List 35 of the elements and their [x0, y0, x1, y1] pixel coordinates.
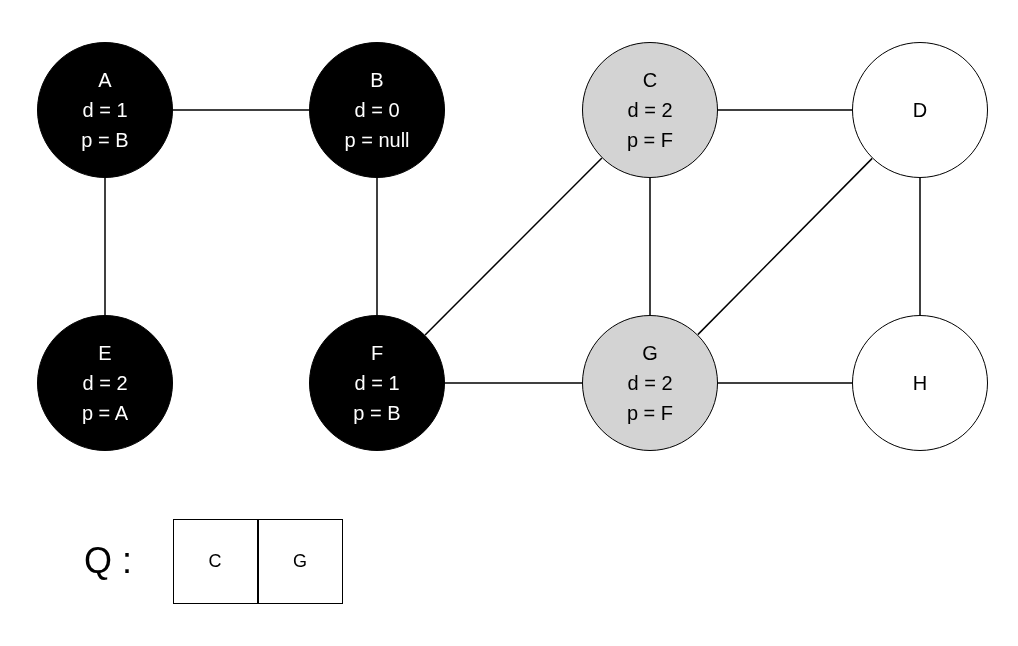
- vertex-label: p = B: [353, 401, 401, 426]
- vertex-label: d = 2: [82, 371, 128, 396]
- connector-line: [919, 177, 921, 316]
- vertex-label: G: [293, 550, 307, 573]
- vertex-label: p = A: [81, 401, 129, 426]
- connector-line: [697, 157, 873, 336]
- vertex-label: p = F: [626, 128, 674, 153]
- connector-line: [172, 109, 310, 111]
- connector-line: [717, 109, 853, 111]
- vertex-label: d = 2: [627, 371, 673, 396]
- connector-line: [649, 177, 651, 316]
- connector-line: [717, 382, 853, 384]
- vertex-label: E: [98, 341, 112, 366]
- vertex-label: C: [208, 550, 222, 573]
- vertex-label: d = 0: [354, 98, 400, 123]
- connector-line: [376, 177, 378, 316]
- vertex-label: d = 2: [627, 98, 673, 123]
- vertex-label: p = B: [81, 128, 129, 153]
- vertex-label: A: [98, 68, 112, 93]
- vertex-label: F: [370, 341, 384, 366]
- vertex-label: C: [642, 68, 658, 93]
- connector-line: [424, 157, 603, 336]
- vertex-label: p = F: [626, 401, 674, 426]
- queue-cell: [172, 518, 258, 604]
- connector-line: [444, 382, 583, 384]
- queue-label: Q :: [84, 540, 132, 582]
- connector-line: [104, 177, 106, 316]
- vertex-label: d = 1: [82, 98, 128, 123]
- vertex-label: d = 1: [354, 371, 400, 396]
- vertex-label: D: [912, 98, 928, 123]
- vertex-label: G: [642, 341, 658, 366]
- vertex-label: B: [370, 68, 384, 93]
- vertex-label: p = null: [344, 128, 410, 153]
- vertex-label: H: [912, 371, 928, 396]
- queue-cell: [257, 518, 343, 604]
